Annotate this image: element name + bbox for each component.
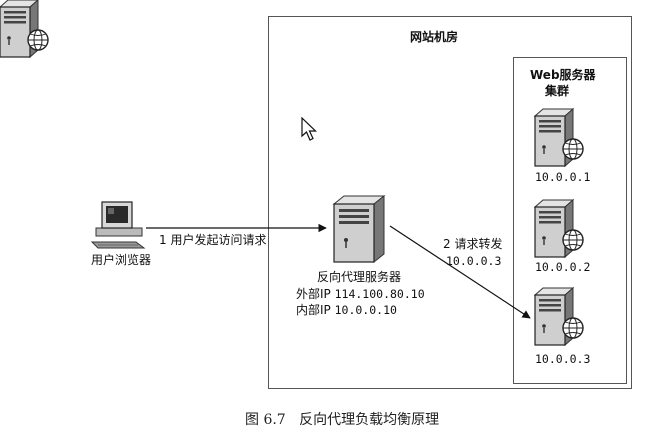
figure-number: 图 6.7 — [245, 412, 286, 428]
figure-title: 反向代理负载均衡原理 — [299, 412, 440, 428]
web-server-2 — [534, 199, 584, 258]
server-ip-1: 10.0.0.1 — [535, 170, 591, 184]
proxy-name: 反向代理服务器 — [317, 270, 402, 284]
proxy-external-ip: 外部IP 114.100.80.10 — [296, 287, 425, 301]
request-label: 1 用户发起访问请求 — [159, 233, 267, 247]
cluster-title-line1: Web服务器 — [530, 68, 596, 82]
server-ip-2: 10.0.0.2 — [535, 260, 591, 274]
cluster-title-line2: 集群 — [545, 84, 570, 98]
forward-arrow — [389, 225, 531, 319]
datacenter-box — [268, 16, 632, 389]
internal-ip-value: 10.0.0.10 — [334, 303, 397, 317]
proxy-internal-ip: 内部IP 10.0.0.10 — [296, 303, 397, 317]
external-ip-value: 114.100.80.10 — [334, 287, 425, 301]
web-server-3 — [534, 287, 584, 346]
web-cluster-box — [513, 57, 627, 384]
web-server-1 — [534, 108, 584, 167]
server-ip-3: 10.0.0.3 — [535, 352, 591, 366]
forward-ip: 10.0.0.3 — [446, 254, 502, 268]
client-label: 用户浏览器 — [91, 253, 152, 267]
forward-label: 2 请求转发 — [443, 237, 503, 251]
network-globe-icon — [27, 29, 49, 51]
datacenter-title: 网站机房 — [410, 30, 459, 44]
mouse-pointer-icon — [301, 117, 317, 141]
external-ip-label: 外部IP — [296, 287, 331, 301]
internal-ip-label: 内部IP — [296, 303, 331, 317]
figure-caption: 图 6.7 反向代理负载均衡原理 — [245, 413, 439, 427]
